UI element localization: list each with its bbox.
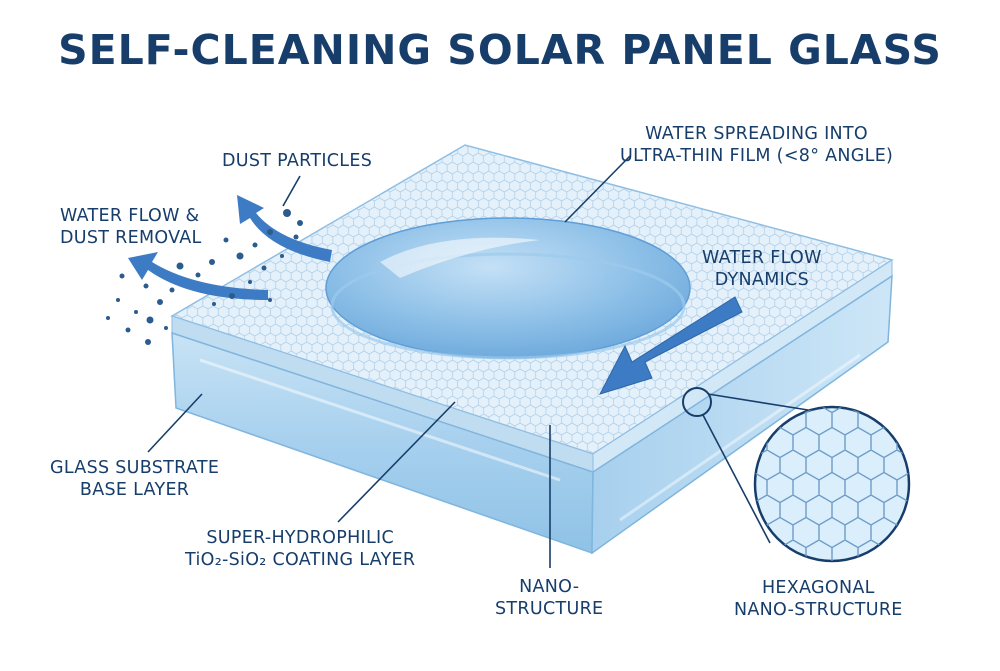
label-nano-structure: NANO- STRUCTURE bbox=[495, 576, 603, 620]
label-water-flow-removal: WATER FLOW & DUST REMOVAL bbox=[60, 205, 202, 249]
label-glass-substrate: GLASS SUBSTRATE BASE LAYER bbox=[50, 457, 219, 501]
label-line: DUST REMOVAL bbox=[60, 228, 202, 248]
label-line: DYNAMICS bbox=[714, 270, 809, 290]
label-dust-particles-text: DUST PARTICLES bbox=[222, 151, 373, 171]
label-coating-layer: SUPER-HYDROPHILIC TiO₂-SiO₂ COATING LAYE… bbox=[185, 527, 415, 571]
label-water-flow-dynamics: WATER FLOW DYNAMICS bbox=[702, 247, 822, 291]
dust-particles bbox=[106, 209, 303, 345]
glass-highlight-side bbox=[619, 353, 861, 522]
leader-dust-particles bbox=[282, 175, 301, 207]
magnifier-small-circle bbox=[682, 387, 712, 417]
leader-glass-substrate bbox=[147, 393, 203, 453]
dust-removal-arrow-lower bbox=[128, 252, 268, 300]
glass-highlight bbox=[199, 358, 561, 482]
dust-removal-arrow-upper bbox=[237, 195, 332, 262]
label-line: STRUCTURE bbox=[495, 599, 604, 619]
leader-coating-layer bbox=[337, 401, 456, 523]
magnifier-line-top bbox=[707, 393, 809, 411]
leader-water-spreading bbox=[564, 155, 631, 223]
hexagonal-pattern bbox=[755, 407, 909, 561]
label-line: WATER FLOW & bbox=[60, 206, 200, 226]
label-line: SUPER-HYDROPHILIC bbox=[206, 528, 395, 548]
label-line: NANO- bbox=[519, 577, 580, 597]
droplet-highlight bbox=[380, 237, 540, 278]
label-line: NANO-STRUCTURE bbox=[734, 600, 903, 620]
label-line: HEXAGONAL bbox=[761, 578, 875, 598]
label-line: TiO₂-SiO₂ COATING LAYER bbox=[185, 550, 416, 570]
label-line: WATER FLOW bbox=[702, 248, 822, 268]
label-line: GLASS SUBSTRATE bbox=[50, 458, 220, 478]
label-dust-particles: DUST PARTICLES bbox=[222, 150, 372, 172]
label-hexagonal-nano-structure: HEXAGONAL NANO-STRUCTURE bbox=[734, 577, 903, 621]
water-flow-dynamics-arrow bbox=[599, 296, 743, 395]
label-line: BASE LAYER bbox=[79, 480, 190, 500]
label-line: ULTRA-THIN FILM (<8° ANGLE) bbox=[620, 146, 894, 166]
label-water-spreading: WATER SPREADING INTO ULTRA-THIN FILM (<8… bbox=[620, 123, 893, 167]
glass-side-face bbox=[591, 274, 893, 555]
magnifier-line-bottom bbox=[702, 414, 771, 544]
page-title: SELF-CLEANING SOLAR PANEL GLASS bbox=[58, 26, 942, 74]
droplet-shadow-rim bbox=[330, 252, 686, 360]
label-line: WATER SPREADING INTO bbox=[645, 124, 869, 144]
